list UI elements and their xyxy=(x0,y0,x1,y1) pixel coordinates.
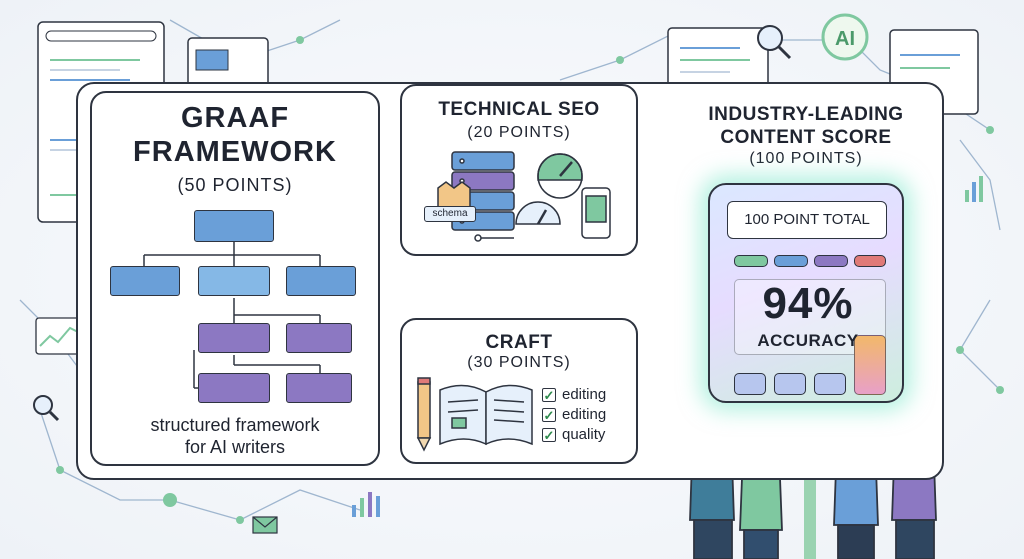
calc-indicator-red xyxy=(854,255,886,267)
calc-indicator-blue xyxy=(774,255,808,267)
craft-points: (30 POINTS) xyxy=(467,354,571,371)
ai-badge xyxy=(821,13,869,61)
craft-check-item-3: ✓quality xyxy=(542,426,606,443)
org-box-level1-left xyxy=(110,266,180,296)
calc-key-2 xyxy=(774,373,806,395)
score-accuracy-label: ACCURACY xyxy=(757,331,859,350)
score-calculator: 100 POINT TOTAL 94% ACCURACY xyxy=(708,183,904,403)
schema-tag: schema xyxy=(424,206,476,222)
technical-seo-illustration xyxy=(437,151,611,242)
graaf-title-line1: GRAAF xyxy=(180,102,290,134)
bg-line-chart-left xyxy=(35,317,83,355)
org-box-level2-right xyxy=(286,323,352,353)
org-chart-connectors xyxy=(143,241,321,389)
craft-check-item-2: ✓editing xyxy=(542,406,607,423)
org-box-level3-right xyxy=(286,373,352,403)
bg-magnifier-left xyxy=(33,395,60,422)
score-title-line1: INDUSTRY-LEADING xyxy=(708,104,904,125)
craft-title: CRAFT xyxy=(485,332,553,353)
calc-key-1 xyxy=(734,373,766,395)
org-box-level3-left xyxy=(198,373,270,403)
bg-bar-chart-right xyxy=(965,176,983,202)
ai-badge-label: AI xyxy=(835,28,855,50)
org-box-level1-center xyxy=(198,266,270,296)
craft-illustration xyxy=(416,377,533,452)
bg-magnifier-top xyxy=(757,25,792,60)
calc-indicator-green xyxy=(734,255,768,267)
graaf-caption-line2: for AI writers xyxy=(184,437,286,457)
score-percentage: 94% xyxy=(762,279,854,328)
graaf-title-line2: FRAMEWORK xyxy=(133,136,337,168)
check-icon: ✓ xyxy=(542,387,556,403)
calc-key-3 xyxy=(814,373,846,395)
score-title-line2: CONTENT SCORE xyxy=(720,127,892,148)
org-box-level2-left xyxy=(198,323,270,353)
bg-envelope xyxy=(252,516,278,534)
calculator-display: 100 POINT TOTAL xyxy=(727,201,887,239)
score-points: (100 POINTS) xyxy=(749,150,863,167)
bg-window-top xyxy=(187,37,269,87)
check-icon: ✓ xyxy=(542,427,556,443)
technical-seo-points: (20 POINTS) xyxy=(467,124,571,141)
check-icon: ✓ xyxy=(542,407,556,423)
graaf-points: (50 POINTS) xyxy=(177,175,293,195)
graaf-caption-line1: structured framework xyxy=(150,415,320,435)
org-box-root xyxy=(194,210,274,242)
bg-bar-chart-left xyxy=(352,492,380,517)
craft-check-item-1: ✓editing xyxy=(542,386,607,403)
calc-indicator-purple xyxy=(814,255,848,267)
technical-seo-title: TECHNICAL SEO xyxy=(438,99,600,120)
org-box-level1-right xyxy=(286,266,356,296)
calc-key-tall xyxy=(854,335,886,395)
